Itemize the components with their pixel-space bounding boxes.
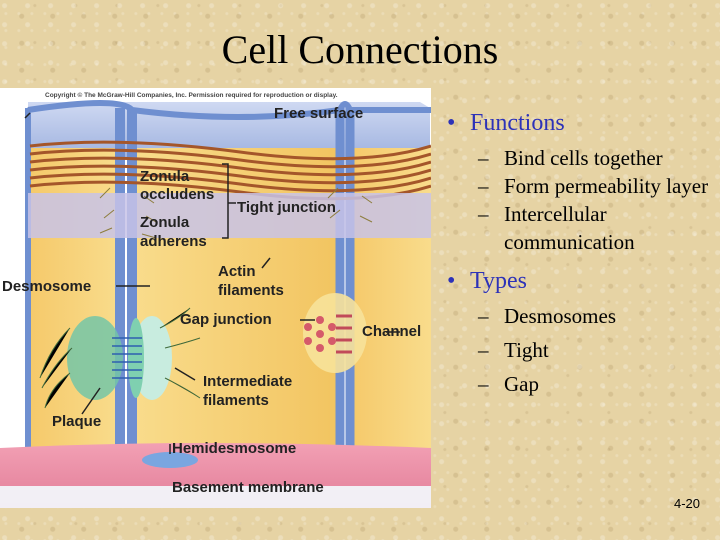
copyright-text: Copyright © The McGraw-Hill Companies, I… (45, 91, 338, 99)
sub-bullet: –Bind cells together (478, 146, 663, 170)
slide-title: Cell Connections (221, 27, 499, 72)
bullet-list: • Functions –Bind cells together –Form p… (440, 108, 715, 398)
sub-bullet-text: Tight (504, 338, 549, 362)
sub-bullet: –Desmosomes (478, 304, 616, 328)
label-hemidesmosome: Hemidesmosome (172, 440, 296, 457)
bullet-types-text: Types (470, 268, 527, 294)
sub-bullet-text: Gap (504, 372, 539, 396)
label-actin-2: filaments (218, 282, 284, 299)
label-intermediate-1: Intermediate (203, 373, 292, 390)
label-intermediate-2: filaments (203, 392, 269, 409)
label-zonula-occludens-1: Zonula (140, 168, 190, 185)
zonula-adherens-band (28, 193, 431, 238)
label-actin-1: Actin (218, 263, 256, 280)
bullet-functions-text: Functions (470, 110, 565, 136)
cell-junction-illustration: Copyright © The McGraw-Hill Companies, I… (0, 88, 431, 508)
label-zonula-occludens-2: occludens (140, 186, 214, 203)
sub-bullet-text: Bind cells together (504, 146, 663, 170)
cell-connections-figure: Copyright © The McGraw-Hill Companies, I… (0, 88, 431, 508)
desmosome-structure (39, 307, 201, 409)
slide-number: 4-20 (673, 496, 700, 511)
label-channel: Channel (362, 323, 421, 340)
pointer-lines (24, 112, 400, 454)
sub-bullet-text: Intercellular communication (504, 202, 635, 254)
hemidesmosome-structure (142, 452, 198, 468)
bullet-types: • Types (440, 266, 715, 296)
tight-junction-strands (29, 140, 431, 201)
label-tight-junction: Tight junction (237, 199, 336, 216)
label-gap-junction: Gap junction (180, 311, 272, 328)
sub-bullet-text: Desmosomes (504, 304, 616, 328)
label-zonula-adherens-2: adherens (140, 233, 207, 250)
bullet-dot-icon: • (447, 110, 456, 136)
bullet-dot-icon: • (447, 268, 456, 294)
sub-bullet-text: Form permeability layer (504, 174, 709, 198)
sub-bullet: –Form permeability layer (478, 174, 709, 198)
bullet-functions: • Functions (440, 108, 715, 138)
actin-filaments (99, 187, 373, 239)
sub-bullet: –Gap (478, 372, 539, 396)
gap-junction-structure (303, 293, 367, 373)
label-zonula-adherens-1: Zonula (140, 214, 190, 231)
label-plaque: Plaque (52, 413, 101, 430)
label-free-surface: Free surface (274, 105, 363, 122)
sub-bullet: –Intercellular communication (478, 202, 635, 254)
sub-bullet: –Tight (478, 338, 549, 362)
label-basement-membrane: Basement membrane (172, 479, 324, 496)
label-desmosome: Desmosome (2, 278, 91, 295)
